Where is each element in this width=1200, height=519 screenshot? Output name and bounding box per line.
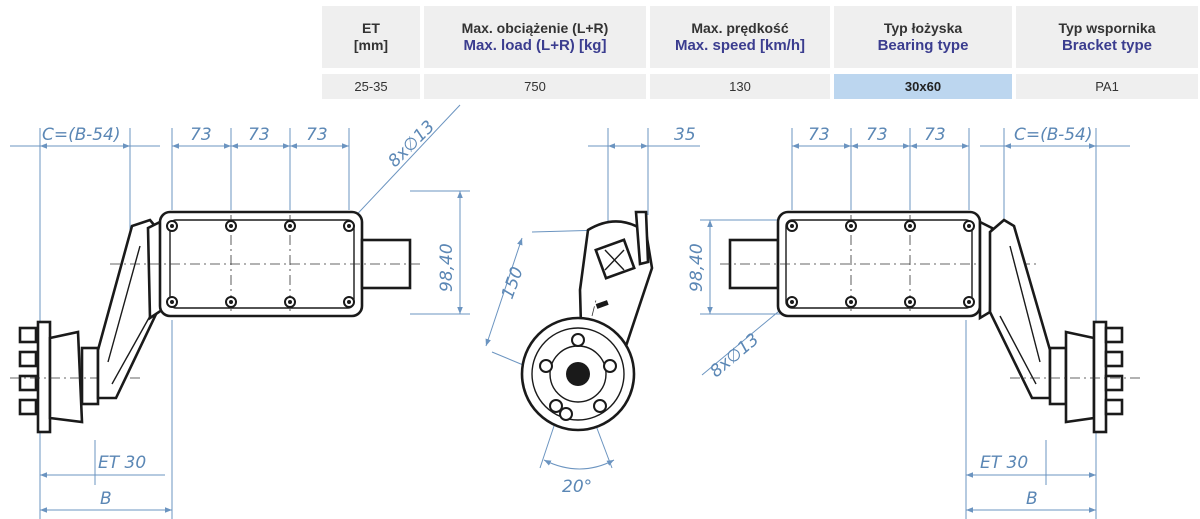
spec-header-row: ET [mm] Max. obciążenie (L+R) Max. load … xyxy=(322,6,1198,68)
left-spacing-1: 73 xyxy=(190,125,212,145)
value-max-load: 750 xyxy=(424,74,646,99)
side-hub xyxy=(520,316,636,432)
left-spacing-2: 73 xyxy=(248,125,270,145)
value-max-speed: 130 xyxy=(650,74,830,99)
right-dimension-lines xyxy=(701,143,1130,513)
header-et-pl: ET xyxy=(362,20,380,36)
right-holes-dimension: 8x∅13 xyxy=(706,330,763,382)
header-max-load: Max. obciążenie (L+R) Max. load (L+R) [k… xyxy=(424,6,646,68)
spec-value-row: 25-35 750 130 30x60 PA1 xyxy=(322,68,1198,99)
left-hub-drum xyxy=(10,320,140,434)
right-hub-drum xyxy=(1010,320,1140,434)
value-et: 25-35 xyxy=(322,74,420,99)
right-spacing-1: 73 xyxy=(808,125,830,145)
left-spacing-3: 73 xyxy=(306,125,328,145)
right-mounting-plate xyxy=(720,210,1040,318)
right-b-dimension: B xyxy=(1026,489,1038,509)
right-swing-arm xyxy=(978,218,1052,400)
right-bolt-holes xyxy=(786,220,975,308)
header-bracket-type-pl: Typ wspornika xyxy=(1058,19,1156,36)
left-front-view: C=(B-54) 73 73 73 8x∅13 98,40 ET 30 B xyxy=(10,104,470,519)
header-max-speed-en: Max. speed [km/h] xyxy=(674,36,806,54)
header-max-speed: Max. prędkość Max. speed [km/h] xyxy=(650,6,830,68)
header-max-load-pl: Max. obciążenie (L+R) xyxy=(461,19,609,36)
right-front-view: 73 73 73 C=(B-54) 98,40 8x∅13 ET 30 B xyxy=(687,125,1140,519)
left-swing-arm xyxy=(96,218,164,400)
right-et-dimension: ET 30 xyxy=(980,453,1028,473)
right-spacing-2: 73 xyxy=(866,125,888,145)
side-angle-dimension: 20° xyxy=(562,477,592,497)
value-bracket-type: PA1 xyxy=(1016,74,1198,99)
header-max-load-en: Max. load (L+R) [kg] xyxy=(463,36,607,54)
left-mounting-plate xyxy=(110,210,420,318)
header-bracket-type-en: Bracket type xyxy=(1061,36,1153,54)
side-width-dimension: 35 xyxy=(674,125,696,145)
header-bearing-type-en: Bearing type xyxy=(877,36,969,54)
value-bearing-type: 30x60 xyxy=(834,74,1012,99)
left-bolt-holes xyxy=(166,220,355,308)
spec-table: ET [mm] Max. obciążenie (L+R) Max. load … xyxy=(322,6,1198,99)
right-spacing-3: 73 xyxy=(924,125,946,145)
header-max-speed-pl: Max. prędkość xyxy=(691,19,789,36)
header-bracket-type: Typ wspornika Bracket type xyxy=(1016,6,1198,68)
header-et: ET [mm] xyxy=(322,6,420,68)
left-dimension-lines xyxy=(10,104,463,513)
left-b-dimension: B xyxy=(100,489,112,509)
header-bearing-type-pl: Typ łożyska xyxy=(883,19,963,36)
right-c-dimension: C=(B-54) xyxy=(1014,125,1093,145)
right-height-dimension: 98,40 xyxy=(687,243,707,292)
left-height-dimension: 98,40 xyxy=(437,243,457,292)
header-et-unit: [mm] xyxy=(353,37,389,53)
side-view: 35 150 20° xyxy=(485,125,700,497)
header-bearing-type: Typ łożyska Bearing type xyxy=(834,6,1012,68)
left-holes-dimension: 8x∅13 xyxy=(384,117,439,172)
side-length-dimension: 150 xyxy=(498,264,528,301)
left-c-dimension: C=(B-54) xyxy=(42,125,121,145)
left-et-dimension: ET 30 xyxy=(98,453,146,473)
